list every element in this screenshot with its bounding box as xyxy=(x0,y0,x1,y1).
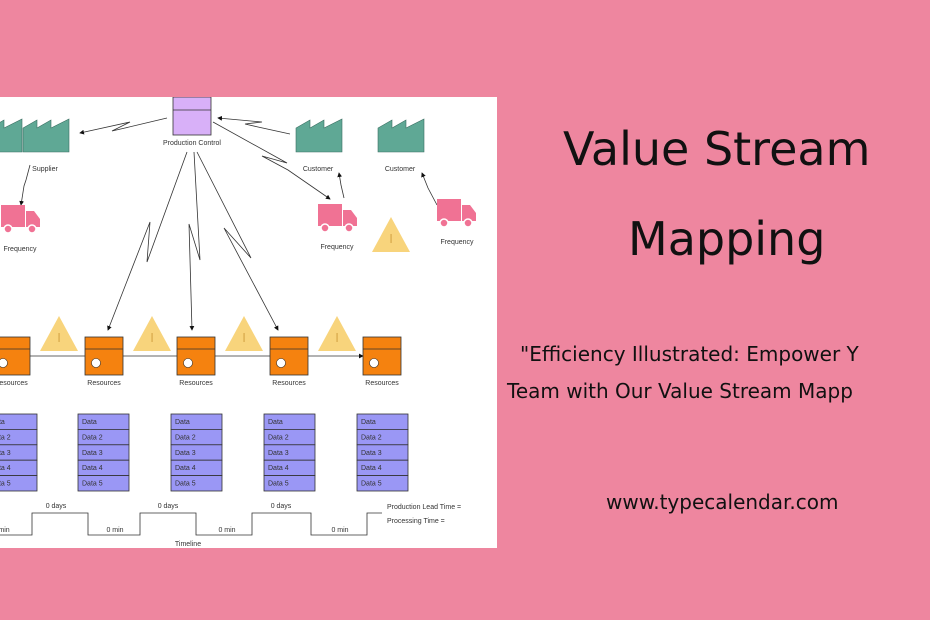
days-label: 0 days xyxy=(271,503,292,510)
min-label: 0 min xyxy=(218,527,235,534)
frequency-label: Frequency xyxy=(320,244,354,251)
data-cell: Data 3 xyxy=(361,450,382,457)
title-line-2: Mapping xyxy=(628,212,826,266)
customer-label: Customer xyxy=(303,166,334,173)
data-cell: Data 4 xyxy=(361,465,382,472)
process-label: Resources xyxy=(87,380,121,387)
production-control-box[interactable]: Production Control xyxy=(163,96,221,147)
inventory-triangle-icon: I xyxy=(225,316,263,351)
data-cell: Data xyxy=(82,419,97,426)
process-box[interactable]: Resources xyxy=(84,336,124,387)
data-row xyxy=(263,475,316,492)
inventory-glyph: I xyxy=(242,330,246,345)
data-cell: Data 4 xyxy=(0,465,11,472)
min-label: 0 min xyxy=(331,527,348,534)
process-box[interactable]: Resources xyxy=(176,336,216,387)
connectors xyxy=(0,115,438,536)
data-cell: Data xyxy=(361,419,376,426)
data-cell: Data 5 xyxy=(0,481,11,488)
title-line-1: Value Stream xyxy=(563,122,871,176)
process-box[interactable]: Resources xyxy=(0,336,31,387)
data-row xyxy=(0,475,38,492)
process-box[interactable]: Resources xyxy=(269,336,309,387)
data-cell: Data 3 xyxy=(82,450,103,457)
process-box[interactable]: Resources xyxy=(362,336,402,387)
timeline-label: Timeline xyxy=(175,541,201,548)
truck-icon[interactable] xyxy=(437,199,476,228)
days-label: 0 days xyxy=(158,503,179,510)
inventory-glyph: I xyxy=(389,231,393,246)
data-cell: Data 5 xyxy=(268,481,289,488)
truck-icon[interactable] xyxy=(1,205,40,234)
data-cell: Data xyxy=(268,419,283,426)
data-cell: Data 5 xyxy=(361,481,382,488)
process-label: Resources xyxy=(179,380,213,387)
data-cell: Data 2 xyxy=(361,434,382,441)
min-label: min xyxy=(0,527,10,534)
data-row xyxy=(77,475,130,492)
data-cell: Data 2 xyxy=(268,434,289,441)
inventory-triangle-icon: I xyxy=(372,217,410,252)
data-cell: Data 3 xyxy=(0,450,11,457)
data-cell: Data 4 xyxy=(175,465,196,472)
data-cell: Data 5 xyxy=(175,481,196,488)
data-cell: Data 4 xyxy=(268,465,289,472)
data-cell: Data 4 xyxy=(82,465,103,472)
production-control-label: Production Control xyxy=(163,140,221,147)
frequency-label: Frequency xyxy=(3,246,37,253)
quote-line-1: "Efficiency Illustrated: Empower Y xyxy=(520,342,859,366)
factory-icon[interactable] xyxy=(0,118,23,153)
data-row xyxy=(0,413,38,430)
diagram-panel: Production Control I I I I I Resources Resourc… xyxy=(0,96,497,548)
data-cell: Data 2 xyxy=(82,434,103,441)
truck-icon[interactable] xyxy=(318,204,357,233)
min-label: 0 min xyxy=(106,527,123,534)
inventory-triangle-icon: I xyxy=(133,316,171,351)
inventory-triangle-icon: I xyxy=(40,316,78,351)
data-cell: Data 2 xyxy=(175,434,196,441)
supplier-label: Supplier xyxy=(32,166,58,173)
data-row xyxy=(356,475,409,492)
quote-line-2: Team with Our Value Stream Mapp xyxy=(507,379,853,403)
data-row xyxy=(170,475,223,492)
inventory-triangle-icon: I xyxy=(318,316,356,351)
customer-label: Customer xyxy=(385,166,416,173)
inventory-glyph: I xyxy=(150,330,154,345)
factory-icon[interactable] xyxy=(377,118,425,153)
factory-icon[interactable] xyxy=(22,118,70,153)
inventory-glyph: I xyxy=(335,330,339,345)
inventory-glyph: I xyxy=(57,330,61,345)
data-cell: Data 2 xyxy=(0,434,11,441)
days-label: 0 days xyxy=(46,503,67,510)
data-cell: Data 3 xyxy=(175,450,196,457)
process-label: Resources xyxy=(272,380,306,387)
factory-icon[interactable] xyxy=(295,118,343,153)
website-url[interactable]: www.typecalendar.com xyxy=(606,490,839,514)
data-cell: Data 5 xyxy=(82,481,103,488)
frequency-label: Frequency xyxy=(440,239,474,246)
value-stream-diagram: Production Control I I I I I Resources Resourc… xyxy=(0,96,476,548)
lead-time-label: Production Lead Time = xyxy=(387,504,461,511)
data-cell: Data 3 xyxy=(268,450,289,457)
process-label: Resources xyxy=(0,380,28,387)
process-label: Resources xyxy=(365,380,399,387)
processing-time-label: Processing Time = xyxy=(387,518,445,525)
data-cell: Data xyxy=(175,419,190,426)
data-cell: Data xyxy=(0,419,5,426)
